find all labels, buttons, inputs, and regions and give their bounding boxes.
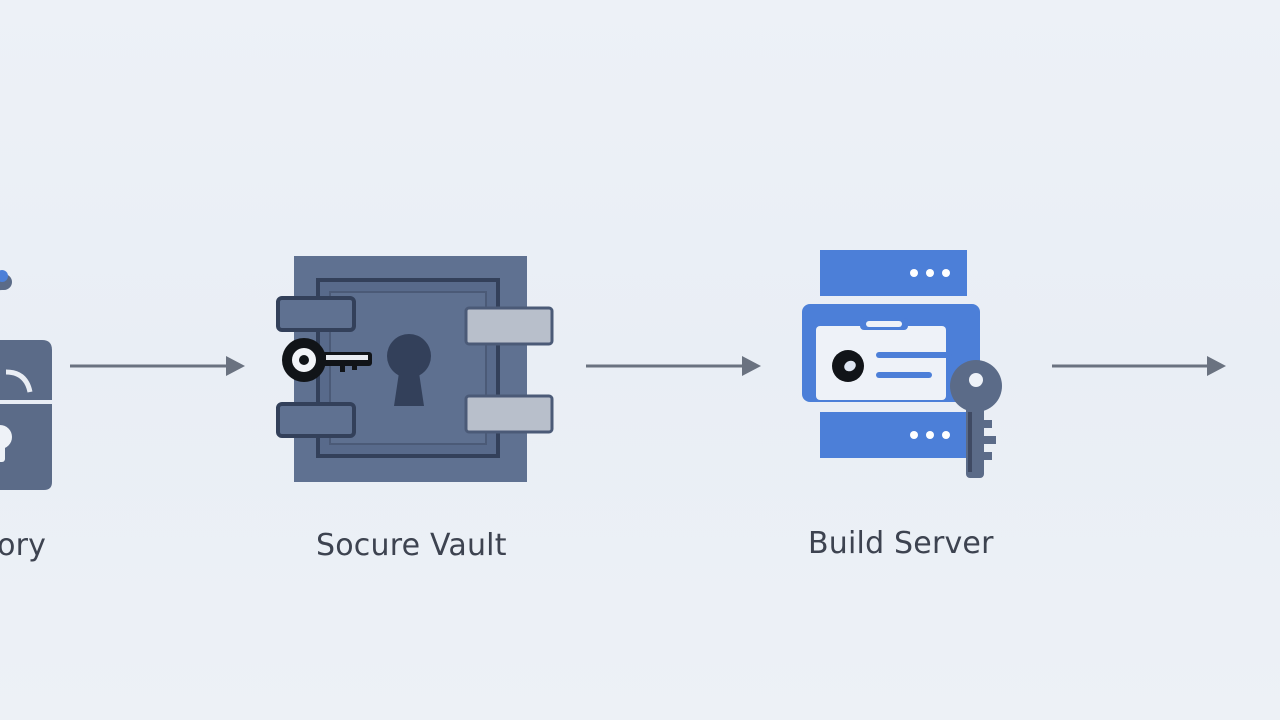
arrow-build-to-next <box>1052 356 1226 376</box>
node-label-secure-vault: Socure Vault <box>316 528 507 563</box>
server-key <box>950 360 1002 478</box>
arrow-vault-to-build <box>586 356 761 376</box>
server-key-icon <box>802 250 1002 478</box>
key-icon <box>282 338 372 382</box>
arrow-repo-to-vault <box>70 356 245 376</box>
node-label-repository: iiory <box>0 528 47 563</box>
vault-safe-icon <box>276 256 554 482</box>
padlock-icon <box>0 270 52 490</box>
node-label-build-server: Build Server <box>808 526 994 561</box>
